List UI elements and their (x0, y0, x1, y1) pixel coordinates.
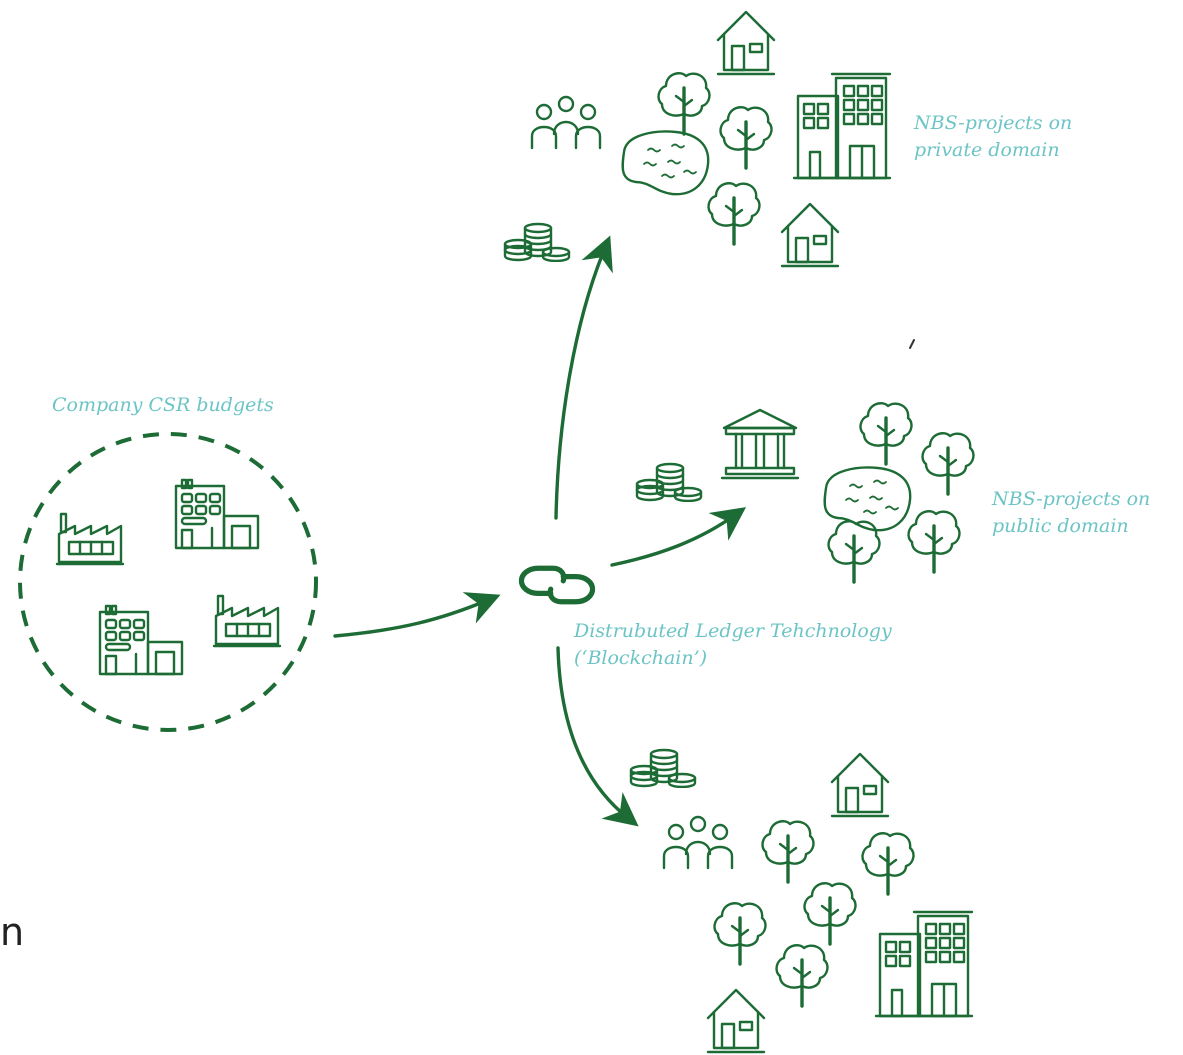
people-icon (530, 95, 602, 150)
pond-icon (621, 130, 710, 196)
tree-icon (906, 509, 962, 574)
factory-icon (212, 594, 282, 648)
tree-icon (858, 401, 914, 466)
tree-icon (774, 943, 830, 1008)
dlt-label: Distrubuted Ledger Tehchnology (‘Blockch… (574, 618, 892, 672)
tree-icon (706, 181, 762, 246)
coins-icon (629, 748, 697, 788)
private-domain-label-line1: NBS-projects on (914, 112, 1073, 134)
house-icon (830, 752, 890, 818)
private-domain-label: NBS-projects on private domain (914, 110, 1072, 164)
factory-icon (55, 512, 125, 566)
public-domain-label: NBS-projects on public domain (992, 486, 1150, 540)
chain-link-icon (521, 568, 592, 601)
coins-icon (503, 222, 571, 262)
tree-icon (860, 831, 916, 896)
company-building-icon (174, 478, 260, 550)
csr-budget-circle (18, 432, 318, 732)
dlt-label-line2: (‘Blockchain’) (574, 647, 708, 669)
tree-icon (802, 881, 858, 946)
pond-icon (823, 466, 912, 532)
arrow-icon (554, 235, 613, 520)
house-icon (706, 988, 766, 1054)
house-icon (780, 202, 840, 268)
company-building-icon (98, 604, 184, 676)
people-icon (662, 815, 734, 870)
csr-budgets-label: Company CSR budgets (52, 394, 274, 416)
public-domain-label-line1: NBS-projects on (992, 488, 1151, 510)
bank-icon (720, 408, 800, 480)
arrow-icon (333, 592, 501, 638)
tree-icon (656, 71, 712, 136)
tree-icon (712, 901, 768, 966)
tree-icon (920, 431, 976, 496)
public-domain-label-line2: public domain (992, 515, 1129, 537)
house-icon (716, 10, 776, 76)
arrow-icon (556, 646, 639, 827)
tree-icon (718, 105, 774, 170)
office-building-icon (874, 910, 974, 1018)
tree-icon (760, 819, 816, 884)
coins-icon (635, 462, 703, 502)
office-building-icon (792, 72, 892, 180)
private-domain-label-line2: private domain (914, 139, 1060, 161)
stray-mark (909, 339, 915, 349)
arrow-icon (610, 507, 747, 567)
stray-text: n (0, 910, 25, 954)
dlt-label-line1: Distrubuted Ledger Tehchnology (574, 620, 892, 642)
